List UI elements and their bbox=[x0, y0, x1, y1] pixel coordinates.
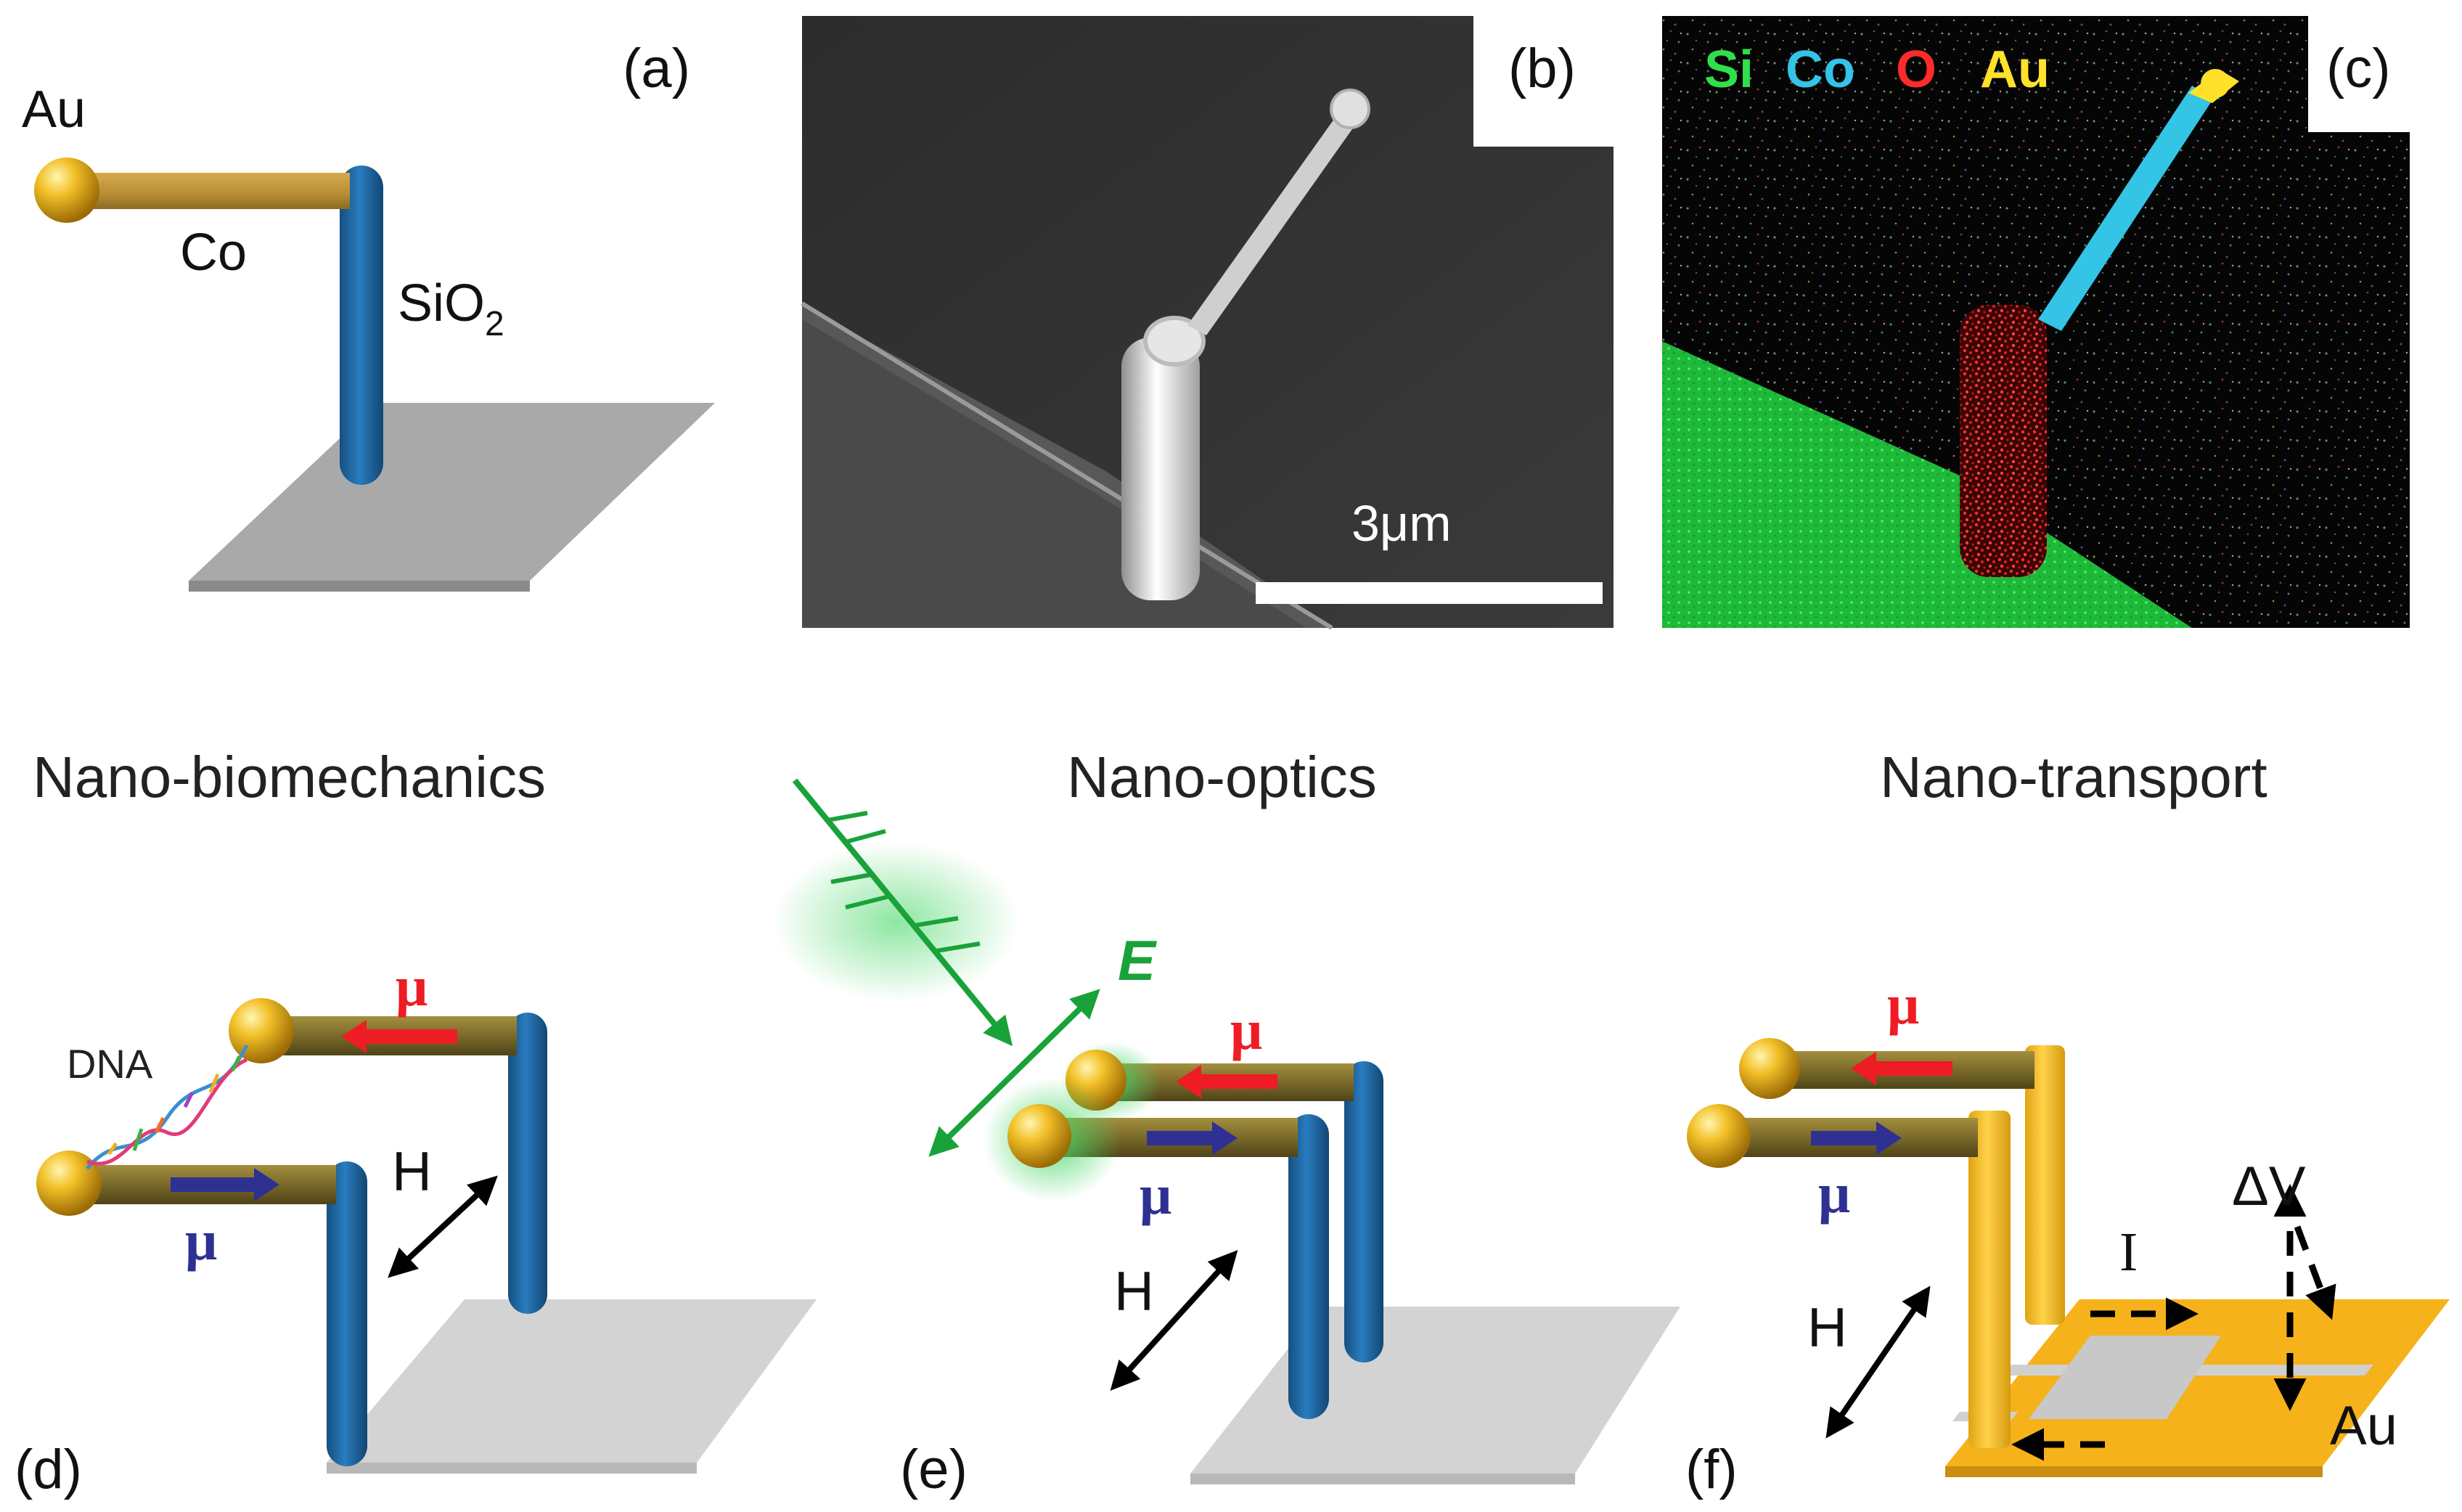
au-label: Au bbox=[2330, 1395, 2397, 1457]
sem-pillar bbox=[1121, 338, 1200, 600]
h-field-arrow bbox=[388, 1175, 498, 1278]
h-field-label: H bbox=[1807, 1297, 1847, 1359]
back-pillar bbox=[508, 1013, 547, 1314]
au-ball bbox=[34, 158, 99, 223]
eds-si-region bbox=[1662, 341, 2192, 628]
panel-e: Nano-optics E μ μ bbox=[773, 745, 1680, 1500]
mu-arrowhead-blue bbox=[1212, 1121, 1238, 1155]
mu-arrowhead-red bbox=[341, 1020, 367, 1053]
panel-tag-e: (e) bbox=[900, 1439, 968, 1500]
panel-a: Au Co SiO2 (a) bbox=[22, 38, 715, 592]
plate-edge bbox=[1945, 1466, 2323, 1477]
panel-d: Nano-biomechanics DNA μ μ H bbox=[15, 745, 817, 1500]
front-pillar bbox=[1968, 1111, 2011, 1448]
voltage-label: ΔV bbox=[2232, 1156, 2306, 1217]
legend-o: O bbox=[1896, 41, 1937, 99]
co-rod bbox=[67, 173, 350, 209]
front-pillar bbox=[327, 1161, 367, 1466]
legend-co: Co bbox=[1786, 41, 1855, 99]
mu-label-red: μ bbox=[1230, 998, 1262, 1061]
dna-label: DNA bbox=[67, 1041, 153, 1087]
mu-arrowhead-red bbox=[1176, 1065, 1201, 1098]
h-field-label: H bbox=[1114, 1261, 1154, 1323]
sem-wafer-highlight bbox=[801, 301, 1333, 630]
eds-legend: Si Co O Au bbox=[1704, 41, 2050, 99]
light-glow bbox=[773, 842, 1020, 1002]
panel-tag-c-box bbox=[2308, 16, 2410, 132]
center-pad bbox=[2029, 1336, 2221, 1419]
mu-label-blue: μ bbox=[185, 1209, 217, 1272]
front-au-ball bbox=[1687, 1104, 1751, 1168]
panel-tag-b-box bbox=[1473, 16, 1614, 147]
mu-arrowhead-red bbox=[1851, 1052, 1876, 1085]
efield-arrow bbox=[928, 989, 1100, 1157]
substrate bbox=[1190, 1307, 1680, 1474]
back-au-ball bbox=[1739, 1038, 1800, 1099]
back-pillar bbox=[1344, 1061, 1383, 1362]
substrate-edge bbox=[1190, 1474, 1575, 1484]
current-label: I bbox=[2119, 1222, 2138, 1283]
panel-f: Nano-transport μ μ H I ΔV Au bbox=[1685, 745, 2450, 1500]
sem-nanowire bbox=[1187, 109, 1357, 335]
mu-arrowhead-blue bbox=[254, 1168, 279, 1201]
scale-bar-label: 3μm bbox=[1351, 495, 1452, 552]
sio2-pillar bbox=[340, 165, 383, 485]
front-au-ball bbox=[1007, 1104, 1071, 1168]
legend-si: Si bbox=[1704, 41, 1754, 99]
mu-label-blue: μ bbox=[1818, 1161, 1850, 1225]
mu-arrowhead-blue bbox=[1876, 1121, 1902, 1155]
panel-tag-d: (d) bbox=[15, 1439, 82, 1500]
mu-label-blue: μ bbox=[1140, 1163, 1171, 1226]
sem-wire-tip bbox=[1330, 89, 1370, 129]
mu-label-red: μ bbox=[396, 955, 428, 1018]
sio2-label: SiO2 bbox=[398, 274, 504, 343]
wave-ticks bbox=[827, 811, 981, 953]
panel-title-d: Nano-biomechanics bbox=[33, 745, 546, 809]
substrate bbox=[327, 1299, 817, 1463]
eds-o-pillar bbox=[1960, 305, 2047, 577]
back-au-ball bbox=[229, 998, 294, 1063]
au-label: Au bbox=[22, 81, 86, 139]
substrate-edge bbox=[327, 1463, 697, 1474]
front-au-ball bbox=[36, 1151, 102, 1216]
panel-title-f: Nano-transport bbox=[1880, 745, 2267, 809]
panel-title-e: Nano-optics bbox=[1067, 745, 1377, 809]
back-pillar bbox=[2025, 1045, 2065, 1325]
panel-c: (c) Si Co O Au bbox=[1662, 16, 2410, 628]
efield-label: E bbox=[1118, 928, 1157, 992]
au-electrode-plate bbox=[1945, 1299, 2450, 1466]
eds-co-wire bbox=[2038, 86, 2214, 331]
substrate-edge bbox=[189, 581, 530, 592]
panel-tag-a: (a) bbox=[623, 38, 690, 99]
scale-bar bbox=[1256, 582, 1603, 604]
panel-tag-c: (c) bbox=[2326, 38, 2391, 99]
panel-tag-b: (b) bbox=[1508, 38, 1576, 99]
sem-pillar-top bbox=[1143, 316, 1206, 367]
h-field-arrow bbox=[1110, 1250, 1238, 1391]
mu-label-red: μ bbox=[1887, 973, 1919, 1036]
panel-b: (b) 3μm bbox=[801, 16, 1614, 630]
legend-au: Au bbox=[1980, 41, 2050, 99]
substrate bbox=[189, 403, 715, 581]
eds-au-dot bbox=[2201, 69, 2230, 98]
h-field-label: H bbox=[392, 1141, 432, 1203]
h-field-arrow bbox=[1825, 1286, 1931, 1439]
co-label: Co bbox=[180, 224, 247, 282]
current-arrows bbox=[2011, 1184, 2336, 1461]
dna-helix bbox=[86, 1044, 249, 1170]
panel-tag-f: (f) bbox=[1685, 1439, 1738, 1500]
front-pillar bbox=[1288, 1114, 1329, 1419]
